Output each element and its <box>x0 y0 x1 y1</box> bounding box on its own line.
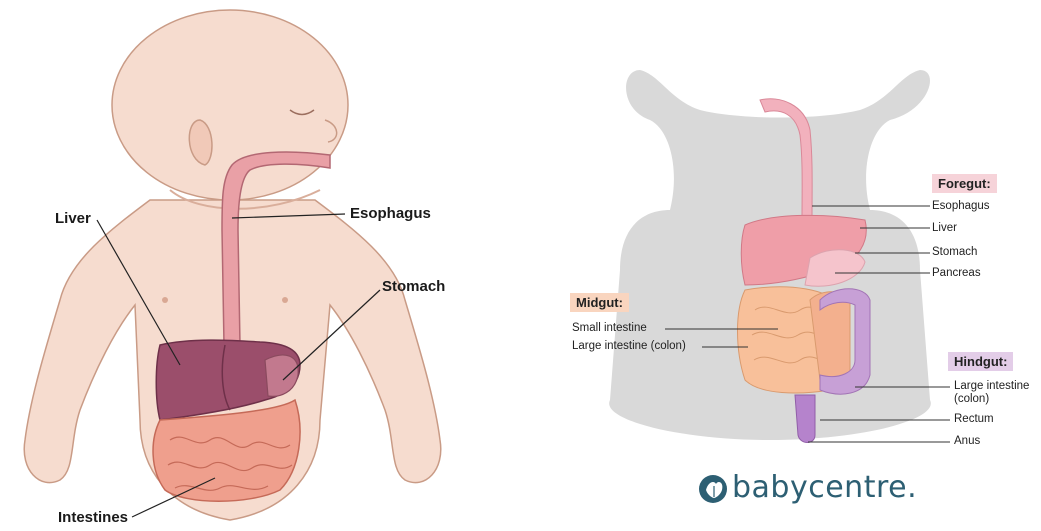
left-anatomy-illustration: Liver Esophagus Stomach Intestines <box>0 0 520 531</box>
hindgut-heading: Hindgut: <box>948 352 1013 371</box>
logo-wordmark: babycentre <box>732 470 907 505</box>
label-intestines: Intestines <box>58 509 128 526</box>
midgut-item-large-intestine: Large intestine (colon) <box>572 340 686 352</box>
logo-suffix: . <box>907 470 917 505</box>
foregut-item-esophagus: Esophagus <box>932 200 990 212</box>
hindgut-item-large-intestine: Large intestine (colon) <box>954 380 1029 406</box>
foregut-item-liver: Liver <box>932 222 957 234</box>
label-liver: Liver <box>55 210 91 227</box>
foregut-item-pancreas: Pancreas <box>932 267 981 279</box>
babycentre-logo-icon <box>699 475 727 503</box>
label-esophagus: Esophagus <box>350 205 431 222</box>
foregut-heading: Foregut: <box>932 174 997 193</box>
right-gut-diagram: Foregut: Esophagus Liver Stomach Pancrea… <box>520 0 1041 531</box>
baby-illustration <box>0 0 520 531</box>
foregut-item-stomach: Stomach <box>932 246 977 258</box>
midgut-item-small-intestine: Small intestine <box>572 322 647 334</box>
gut-diagram-svg <box>520 0 1041 531</box>
hindgut-item-anus: Anus <box>954 435 980 447</box>
label-stomach: Stomach <box>382 278 445 295</box>
rectum-region <box>795 395 815 443</box>
hindgut-item-rectum: Rectum <box>954 413 994 425</box>
midgut-heading: Midgut: <box>570 293 629 312</box>
babycentre-logo-text: babycentre. <box>732 470 917 505</box>
